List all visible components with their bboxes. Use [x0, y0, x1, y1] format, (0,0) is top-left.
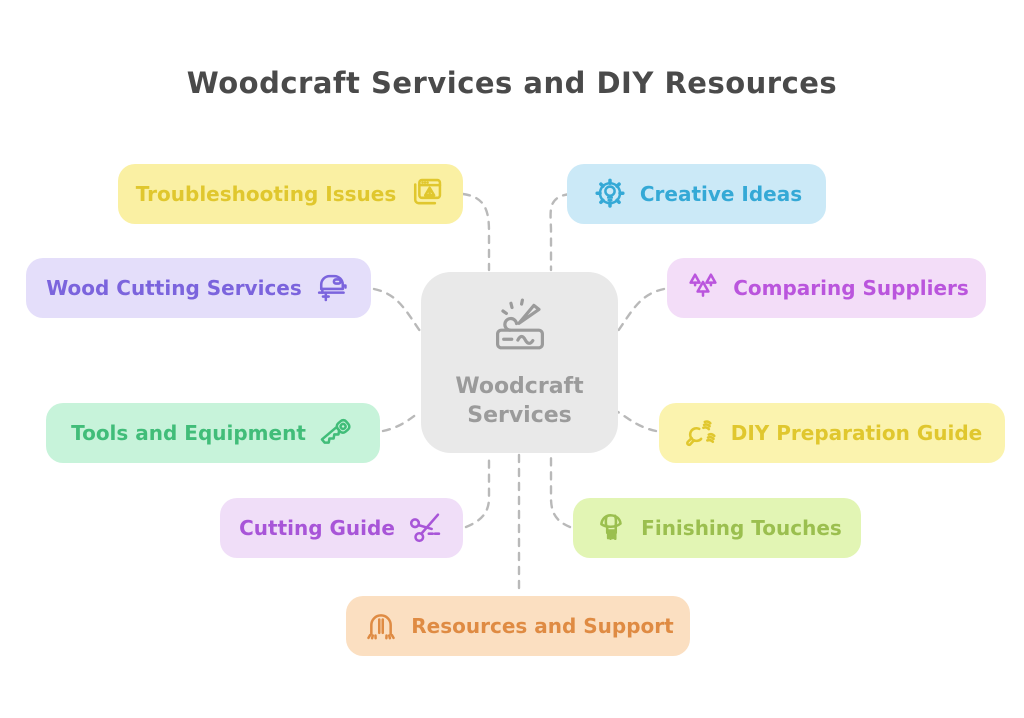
node-troubleshooting-issues: Troubleshooting Issues: [118, 164, 463, 224]
handsaw-icon: [317, 414, 355, 452]
node-label: Comparing Suppliers: [733, 276, 969, 300]
node-label: Resources and Support: [411, 614, 674, 638]
horseshoe-icon: [362, 607, 400, 645]
connector-creative: [549, 192, 572, 272]
node-label: Troubleshooting Issues: [135, 182, 397, 206]
connector-cutting: [464, 453, 491, 529]
connector-troubleshooting: [461, 192, 491, 272]
connector-diy: [616, 410, 658, 433]
center-node-label: Woodcraft Services: [455, 374, 584, 428]
connector-finishing: [549, 453, 572, 529]
node-cutting-guide: Cutting Guide: [220, 498, 463, 558]
node-comparing-suppliers: Comparing Suppliers: [667, 258, 986, 318]
node-finishing-touches: Finishing Touches: [573, 498, 861, 558]
gear-bulb-icon: [591, 175, 629, 213]
scissors-icon: [406, 509, 444, 547]
jigsaw-icon: [313, 269, 351, 307]
browser-warning-icon: [407, 175, 445, 213]
round-brush-icon: [592, 509, 630, 547]
node-label: Finishing Touches: [641, 516, 842, 540]
node-label: Tools and Equipment: [71, 421, 306, 445]
connector-tools: [381, 410, 422, 433]
node-tools-and-equipment: Tools and Equipment: [46, 403, 380, 463]
wrench-screws-icon: [682, 414, 720, 452]
node-label: Wood Cutting Services: [46, 276, 302, 300]
connector-woodcutting: [372, 287, 422, 333]
page-title: Woodcraft Services and DIY Resources: [186, 66, 838, 100]
connector-comparing: [616, 287, 666, 333]
wood-carving-icon: [488, 295, 552, 368]
pine-trees-icon: [684, 269, 722, 307]
node-label: Creative Ideas: [639, 182, 803, 206]
node-creative-ideas: Creative Ideas: [567, 164, 826, 224]
node-label: DIY Preparation Guide: [730, 421, 983, 445]
node-woodcraft-services-center: Woodcraft Services: [421, 272, 618, 453]
node-diy-preparation-guide: DIY Preparation Guide: [659, 403, 1005, 463]
node-wood-cutting-services: Wood Cutting Services: [26, 258, 371, 318]
node-label: Cutting Guide: [239, 516, 395, 540]
node-resources-and-support: Resources and Support: [346, 596, 690, 656]
